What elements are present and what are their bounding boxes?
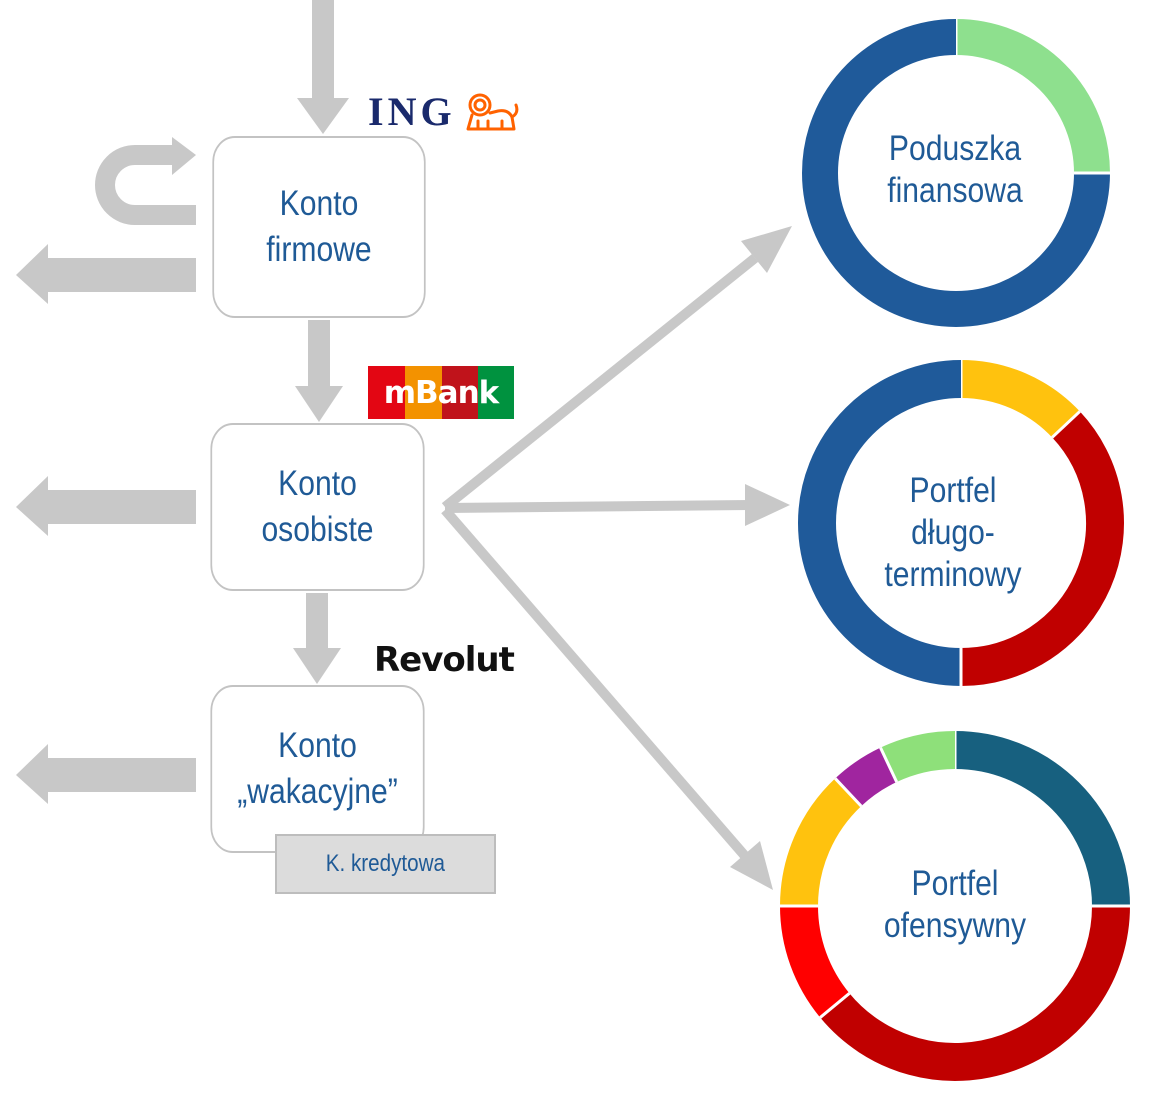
mbank-logo: mBank <box>368 366 514 419</box>
ring-label-line: długo- <box>911 512 995 552</box>
credit-card-box: K. kredytowa <box>275 834 496 894</box>
ring-segment-dlugoterminowy-1 <box>960 411 1124 686</box>
ring-separator <box>819 992 851 1019</box>
account-line1: Konto <box>278 464 357 503</box>
ring-segment-ofensywny-0 <box>954 731 1130 907</box>
account-line2: osobiste <box>261 510 374 549</box>
ring-label-dlugoterminowy: Portfel długo- terminowy <box>867 460 1039 605</box>
ring-label-line: ofensywny <box>883 906 1027 945</box>
down-arrow-firmowe-osobiste <box>295 320 343 422</box>
arrow-to-ofensywny <box>441 506 773 890</box>
account-box-wakacyjne: Konto „wakacyjne” <box>210 685 425 853</box>
arrow-to-dlugoterminowy <box>444 484 790 526</box>
mbank-logo-text: mBank <box>383 374 500 411</box>
ring-label-line: Portfel <box>911 864 999 903</box>
outflow-arrow-wakacyjne <box>16 744 196 804</box>
revolut-logo: Revolut <box>374 640 515 680</box>
incoming-arrow <box>297 0 349 134</box>
ring-separator <box>879 747 899 783</box>
ring-segment-poduszka-1 <box>802 19 1110 327</box>
credit-card-label: K. kredytowa <box>325 850 446 877</box>
account-line1: Konto <box>278 726 357 765</box>
ring-segment-ofensywny-2 <box>780 905 850 1018</box>
ring-segment-dlugoterminowy-2 <box>798 360 962 686</box>
account-line1: Konto <box>279 184 359 223</box>
loop-arrow <box>95 137 196 225</box>
account-line2: firmowe <box>266 230 372 269</box>
account-box-osobiste: Konto osobiste <box>210 423 425 591</box>
ring-label-poduszka: Poduszka finansowa <box>869 110 1041 230</box>
ing-logo-text: ING <box>368 89 456 134</box>
ring-separator <box>834 777 863 808</box>
outflow-arrow-firmowe <box>16 244 196 304</box>
ring-segment-ofensywny-1 <box>820 905 1130 1081</box>
ring-segment-poduszka-0 <box>955 19 1110 174</box>
ring-segment-ofensywny-5 <box>880 731 956 783</box>
ring-label-line: finansowa <box>887 171 1023 210</box>
account-line2: „wakacyjne” <box>237 772 398 811</box>
down-arrow-osobiste-wakacyjne <box>293 593 341 684</box>
lion-icon <box>466 93 518 130</box>
ring-label-ofensywny: Portfel ofensywny <box>869 845 1041 965</box>
account-box-firmowe: Konto firmowe <box>212 136 426 318</box>
ring-label-line: Portfel <box>909 470 997 510</box>
ring-separator <box>1051 410 1081 439</box>
ring-label-line: terminowy <box>884 554 1022 594</box>
ing-logo: ING <box>368 88 520 135</box>
ring-label-line: Poduszka <box>888 129 1022 168</box>
ring-segment-ofensywny-4 <box>835 747 898 807</box>
arrow-to-poduszka <box>441 226 792 511</box>
ring-segment-dlugoterminowy-0 <box>960 360 1080 438</box>
outflow-arrow-osobiste <box>16 476 196 536</box>
ring-segment-ofensywny-3 <box>780 778 862 907</box>
